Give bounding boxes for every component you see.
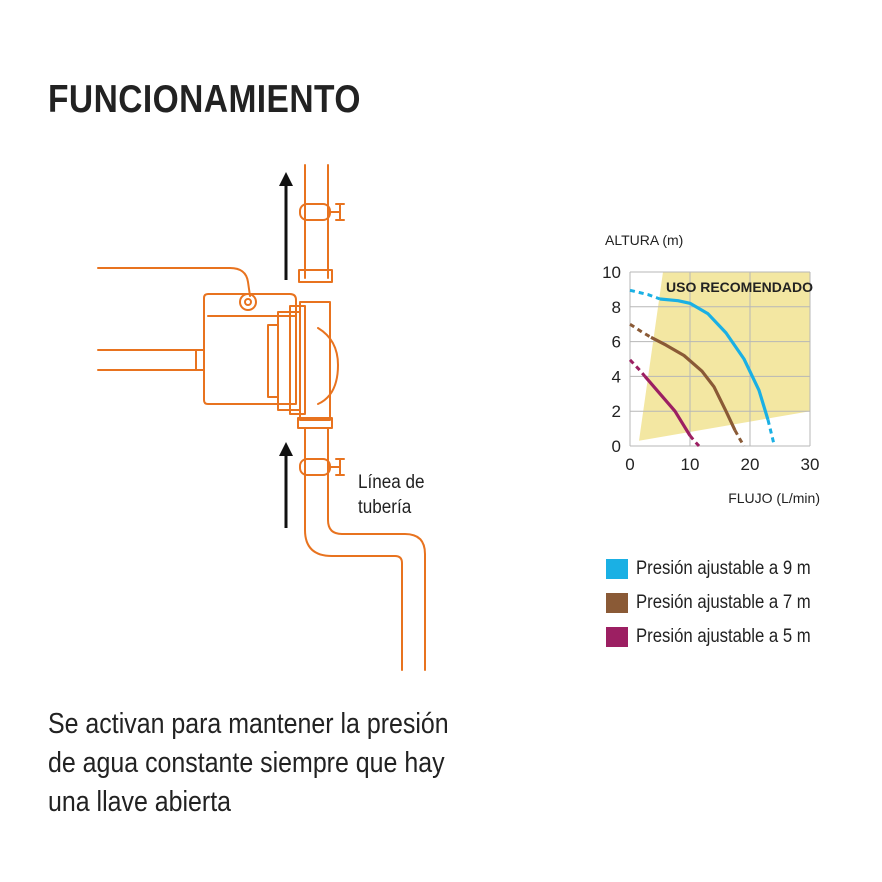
bottom-valve-handle [329, 458, 345, 476]
chart-legend: Presión ajustable a 9 m Presión ajustabl… [606, 557, 835, 659]
legend-label-9m: Presión ajustable a 9 m [636, 557, 811, 579]
x-axis-label: FLUJO (L/min) [728, 490, 820, 506]
y-tick-label: 8 [612, 298, 621, 317]
series-1-dashed-end [733, 429, 746, 447]
zone-label: USO RECOMENDADO [666, 279, 813, 295]
arrowhead-inlet [279, 442, 293, 456]
legend-item-7m: Presión ajustable a 7 m [606, 591, 835, 614]
top-coupling [298, 269, 333, 283]
series-2-line [643, 375, 692, 437]
pipe-line-label: Línea de tubería [358, 470, 425, 520]
legend-label-7m: Presión ajustable a 7 m [636, 591, 811, 613]
inlet-pipe [304, 427, 426, 671]
power-cable [97, 267, 251, 297]
page-title: FUNCIONAMIENTO [48, 78, 361, 121]
caption-line-3: una llave abierta [48, 786, 232, 818]
series-0-dashed-end [766, 419, 776, 445]
pump-housing [267, 324, 279, 398]
legend-item-9m: Presión ajustable a 9 m [606, 557, 835, 580]
x-tick-label: 0 [625, 455, 634, 474]
top-valve-handle [329, 203, 345, 221]
legend-swatch-5m [606, 626, 628, 647]
series-2-dashed-end [688, 434, 701, 448]
impeller-cover [317, 327, 339, 405]
cable-gland [239, 293, 257, 311]
x-tick-label: 20 [741, 455, 760, 474]
motor-mount [195, 349, 205, 371]
pipe-label-line-1: Línea de [358, 472, 425, 493]
x-tick-label: 30 [801, 455, 820, 474]
legend-label-5m: Presión ajustable a 5 m [636, 625, 811, 647]
y-tick-label: 2 [612, 402, 621, 421]
series-0-line [659, 297, 770, 421]
pressure-chart: 0 2 4 6 8 10 0 10 20 30 ALTURA (m) FLUJO (L/min) USO… [602, 232, 820, 506]
recommended-zone [639, 272, 810, 441]
y-tick-label: 4 [612, 367, 621, 386]
series-1-dashed-start [629, 322, 652, 339]
caption-line-1: Se activan para mantener la presión [48, 708, 449, 740]
side-pipe [97, 349, 197, 371]
series-0-dashed-start [629, 288, 661, 301]
caption: Se activan para mantener la presión de a… [48, 705, 530, 822]
y-tick-label: 10 [602, 263, 621, 282]
y-axis-label: ALTURA (m) [605, 232, 683, 248]
legend-item-5m: Presión ajustable a 5 m [606, 625, 835, 648]
legend-swatch-9m [606, 558, 628, 579]
outlet-pipe [304, 164, 329, 279]
y-tick-label: 6 [612, 333, 621, 352]
x-tick-label: 10 [681, 455, 700, 474]
y-tick-label: 0 [612, 437, 621, 456]
series-1-line [650, 335, 737, 431]
pipe-label-line-2: tubería [358, 497, 412, 518]
caption-line-2: de agua constante siempre que hay [48, 747, 445, 779]
motor-body [203, 293, 297, 405]
arrowhead-outlet [279, 172, 293, 186]
legend-swatch-7m [606, 592, 628, 613]
series-2-dashed-start [628, 358, 647, 378]
